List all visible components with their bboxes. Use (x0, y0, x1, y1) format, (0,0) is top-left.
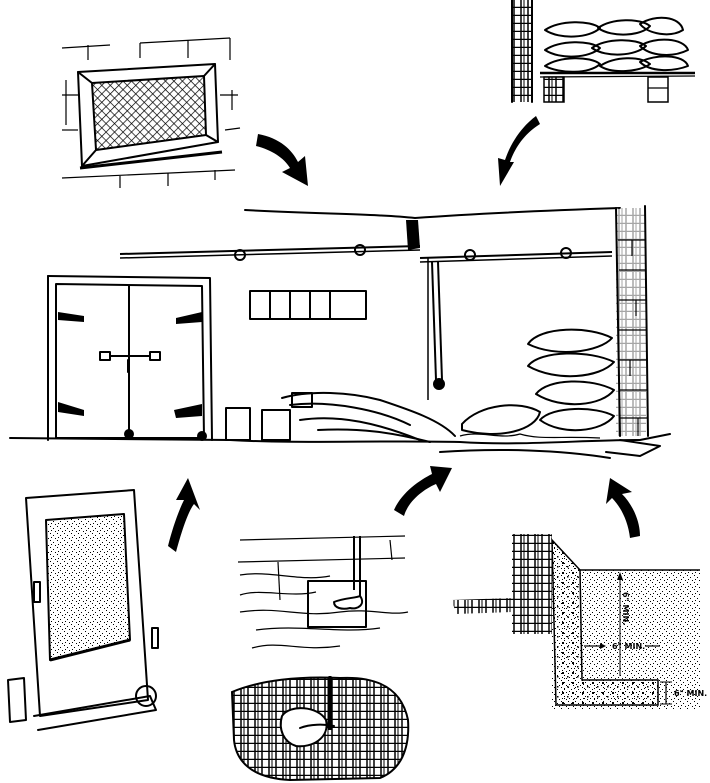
arrow-icon (498, 116, 540, 186)
storage-room-panel (9, 205, 671, 459)
horizontal-min-label: 6" MIN. (612, 642, 645, 651)
arrow-icon (606, 478, 640, 538)
door-panel-frame (7, 489, 159, 731)
vertical-min-label: 6" MIN. (621, 592, 630, 625)
foundation-section-panel: 6" MIN. 6" MIN. 6" MIN. (452, 534, 707, 710)
arrow-icon (168, 478, 200, 552)
pipe-cleanout-panel (230, 535, 410, 782)
arrow-icon (394, 466, 452, 516)
footing-min-label: 6" MIN. (674, 689, 707, 698)
vent-grille-panel (61, 37, 241, 188)
arrow-icon (256, 134, 308, 186)
raised-sacks-panel (511, 0, 696, 103)
